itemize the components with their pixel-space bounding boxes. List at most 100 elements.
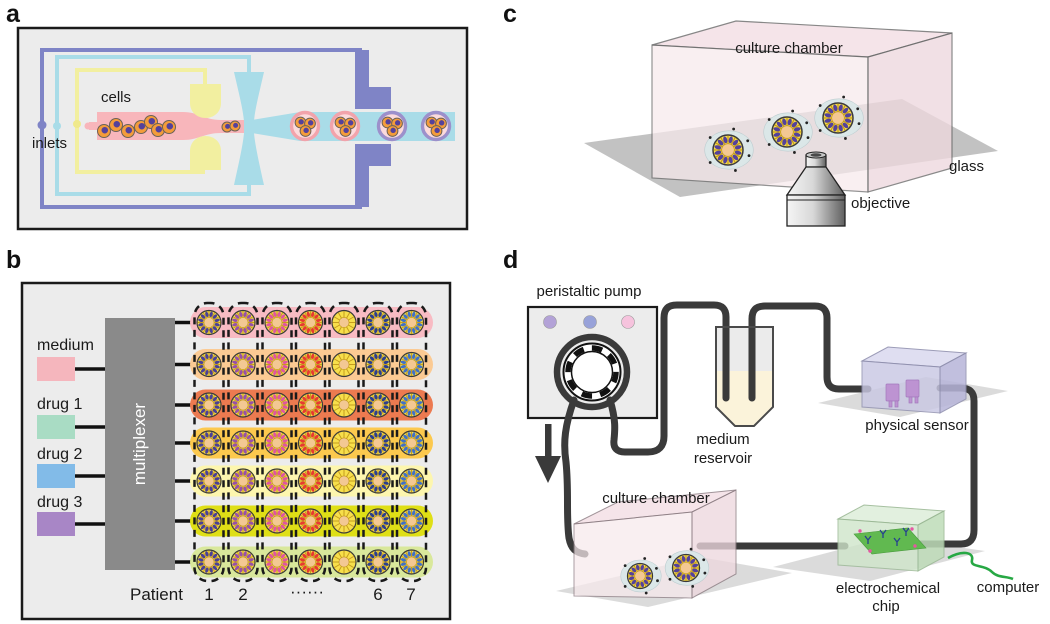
organoid bbox=[264, 549, 290, 575]
panel-d-graphic bbox=[526, 301, 1014, 607]
multiplexer-label: multiplexer bbox=[130, 402, 149, 486]
objective-lens bbox=[785, 151, 847, 227]
organoid bbox=[365, 549, 391, 575]
organoid bbox=[264, 468, 290, 494]
organoid bbox=[230, 468, 256, 494]
flow-direction-arrow bbox=[535, 424, 561, 483]
reservoir-label-1: medium bbox=[696, 431, 750, 448]
organoid bbox=[264, 351, 290, 378]
organoid bbox=[196, 392, 222, 418]
patient-col-2: 2 bbox=[238, 585, 248, 604]
medium-reservoir bbox=[716, 327, 773, 426]
organoid bbox=[264, 392, 290, 418]
organoid bbox=[196, 309, 222, 336]
cyan-channel-loop bbox=[55, 55, 251, 196]
panel-c-graphic bbox=[584, 20, 998, 227]
organoid bbox=[331, 392, 357, 418]
organoid bbox=[297, 309, 324, 336]
droplet bbox=[376, 110, 408, 142]
chamber-c-label: culture chamber bbox=[735, 40, 843, 57]
droplet bbox=[329, 110, 361, 142]
organoid bbox=[763, 109, 813, 154]
chip-electrode-plate bbox=[853, 527, 927, 555]
inlets-label: inlets bbox=[32, 135, 68, 152]
pink-inlet-stub bbox=[89, 122, 98, 130]
panel-b-graphic bbox=[20, 281, 452, 621]
organoids-on-glass bbox=[704, 95, 864, 172]
panel-d-letter: d bbox=[503, 246, 519, 274]
purple-junction-block-top bbox=[355, 50, 391, 109]
pump-indicator-1 bbox=[543, 315, 557, 329]
organoid bbox=[297, 468, 324, 494]
reservoir-label-2: reservoir bbox=[693, 450, 753, 467]
tube-pump-to-reservoir bbox=[606, 301, 730, 456]
patient-column-outline bbox=[193, 301, 225, 583]
organoid bbox=[331, 351, 357, 378]
organoid bbox=[398, 549, 425, 575]
yellow-valve-pad-bottom bbox=[190, 136, 221, 170]
multiplexer-box bbox=[105, 318, 175, 570]
patient-array-grid bbox=[175, 301, 433, 583]
input-connector-lines bbox=[75, 367, 105, 526]
patient-column-outline bbox=[261, 301, 293, 583]
drug3-label: drug 3 bbox=[37, 494, 83, 511]
droplet bbox=[420, 110, 452, 142]
organoid bbox=[230, 549, 256, 575]
organoid bbox=[196, 468, 222, 494]
organoid bbox=[264, 430, 290, 456]
organoid bbox=[196, 549, 222, 575]
purple-channel-loop bbox=[40, 48, 362, 209]
organoid bbox=[398, 351, 425, 378]
drug1-swatch bbox=[37, 415, 75, 439]
medium-label: medium bbox=[37, 337, 94, 354]
organoid bbox=[704, 127, 754, 172]
patient-column-outline bbox=[395, 301, 428, 583]
patient-col-1: 1 bbox=[204, 585, 214, 604]
chip-label-2: chip bbox=[872, 598, 900, 615]
organoid bbox=[814, 95, 864, 140]
organoid bbox=[264, 309, 290, 336]
patient-label: Patient bbox=[130, 585, 183, 604]
pump-indicator-3 bbox=[621, 315, 635, 329]
organoid bbox=[398, 430, 425, 456]
organoid bbox=[297, 508, 324, 534]
panel-b-letter: b bbox=[6, 246, 22, 274]
organoid bbox=[331, 549, 357, 575]
inlet-dots bbox=[37, 120, 92, 130]
reservoir-outline bbox=[715, 326, 774, 427]
patient-col-7: 7 bbox=[406, 585, 416, 604]
organoid bbox=[297, 549, 324, 575]
pump-rotor bbox=[562, 342, 622, 402]
pump-label: peristaltic pump bbox=[536, 283, 642, 300]
organoid bbox=[331, 309, 357, 336]
medium-swatch bbox=[37, 357, 75, 381]
droplet bbox=[289, 110, 321, 142]
patient-column-outline bbox=[227, 301, 259, 583]
yellow-valve-pad-top bbox=[190, 84, 221, 118]
glass-label: glass bbox=[949, 158, 985, 175]
organoid-droplets bbox=[289, 110, 452, 142]
organoid bbox=[365, 508, 391, 534]
patient-column-outline bbox=[328, 301, 360, 583]
drug2-swatch bbox=[37, 464, 75, 488]
organoid bbox=[331, 468, 357, 494]
pump-indicator-2 bbox=[583, 315, 597, 329]
panel-a-letter: a bbox=[6, 0, 20, 28]
organoid bbox=[365, 430, 391, 456]
organoid bbox=[230, 309, 256, 336]
organoid bbox=[620, 557, 662, 595]
organoid bbox=[331, 508, 357, 534]
patient-col-dots: ······ bbox=[290, 582, 324, 601]
organoid bbox=[331, 430, 357, 456]
organoid bbox=[297, 430, 324, 456]
organoid bbox=[196, 351, 222, 378]
organoid bbox=[664, 547, 710, 588]
organoid bbox=[230, 392, 256, 418]
organoid bbox=[297, 392, 324, 418]
drug2-label: drug 2 bbox=[37, 446, 83, 463]
patient-column-outline bbox=[294, 301, 327, 583]
organoid bbox=[230, 430, 256, 456]
physical-sensor bbox=[860, 346, 968, 414]
